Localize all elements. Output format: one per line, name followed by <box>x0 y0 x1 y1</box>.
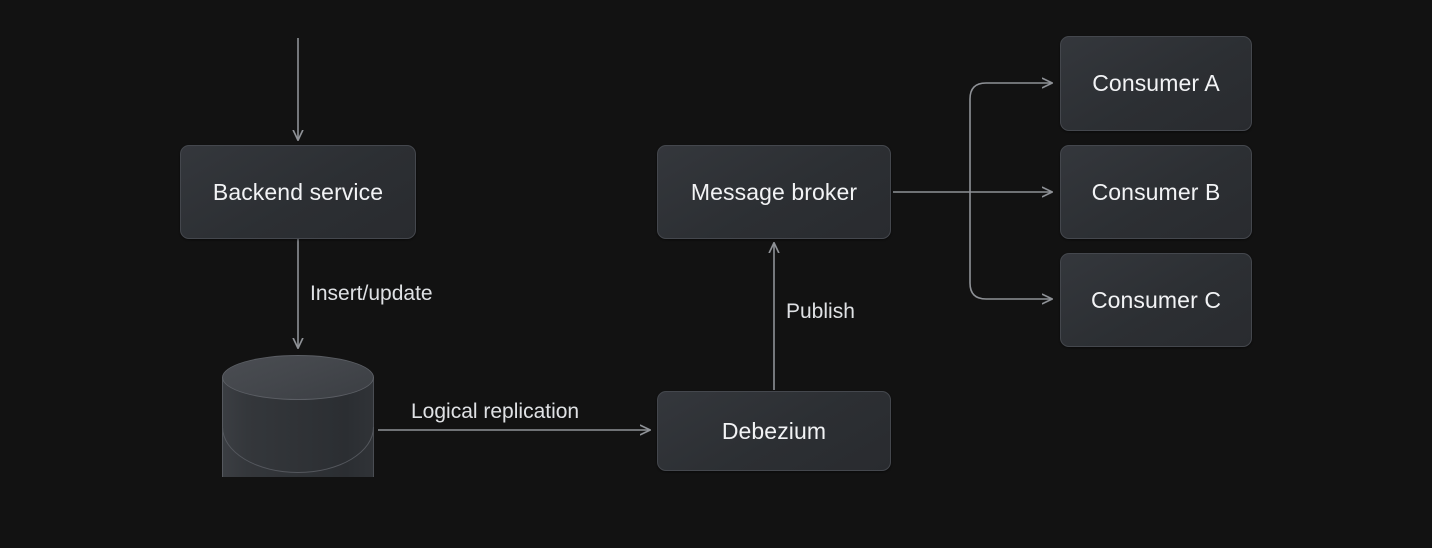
database-cylinder-top <box>222 355 374 400</box>
edge-branch-to-consumer-c <box>969 192 1052 299</box>
node-consumer-c-label: Consumer C <box>1090 286 1222 313</box>
edge-label-logical-replication: Logical replication <box>411 400 580 423</box>
node-consumer-c[interactable]: Consumer C <box>1060 253 1252 347</box>
node-consumer-a[interactable]: Consumer A <box>1060 36 1252 131</box>
node-consumer-b-label: Consumer B <box>1091 178 1221 205</box>
node-consumer-a-label: Consumer A <box>1092 70 1220 96</box>
node-debezium-label: Debezium <box>721 417 827 444</box>
edge-label-insert-update: Insert/update <box>310 282 433 305</box>
edge-label-publish: Publish <box>786 300 855 323</box>
node-message-broker-label: Message broker <box>690 178 858 205</box>
node-message-broker[interactable]: Message broker <box>657 145 891 239</box>
node-debezium[interactable]: Debezium <box>657 391 891 471</box>
node-database[interactable] <box>222 355 374 500</box>
node-backend-service[interactable]: Backend service <box>180 145 416 239</box>
node-backend-service-label: Backend service <box>212 178 384 205</box>
edge-branch-to-consumer-a <box>969 83 1052 192</box>
node-consumer-b[interactable]: Consumer B <box>1060 145 1252 239</box>
